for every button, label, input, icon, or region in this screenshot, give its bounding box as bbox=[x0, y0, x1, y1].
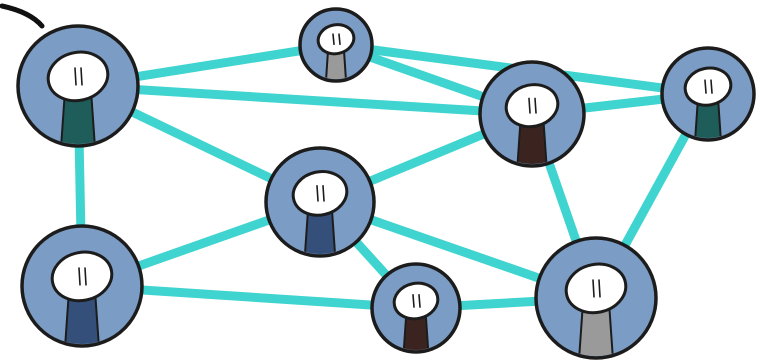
head-icon bbox=[392, 281, 440, 321]
eye-mark bbox=[316, 185, 319, 202]
head-icon bbox=[504, 83, 560, 129]
eye-mark bbox=[332, 33, 335, 46]
eye-mark bbox=[84, 267, 87, 286]
eye-mark bbox=[78, 267, 81, 286]
head-icon bbox=[50, 250, 114, 303]
corner-arc bbox=[0, 3, 45, 29]
connection-line-top-left-to-right-center bbox=[73, 81, 537, 119]
eye-mark bbox=[412, 293, 415, 308]
eye-mark bbox=[710, 79, 713, 94]
head-icon bbox=[291, 169, 349, 217]
head-icon bbox=[46, 50, 110, 103]
person-bottom-left-node bbox=[20, 224, 144, 348]
eye-mark bbox=[80, 67, 83, 86]
person-center-node bbox=[264, 146, 376, 258]
eye-mark bbox=[338, 33, 341, 46]
eye-mark bbox=[592, 279, 595, 298]
person-nodes bbox=[16, 7, 756, 360]
eye-mark bbox=[418, 293, 421, 308]
person-bottom-center-node bbox=[370, 262, 462, 354]
eye-mark bbox=[322, 185, 325, 202]
head-icon bbox=[564, 262, 628, 315]
head-icon bbox=[683, 66, 733, 107]
person-top-center-node bbox=[298, 7, 374, 83]
eye-mark bbox=[534, 97, 537, 114]
eye-mark bbox=[528, 97, 531, 114]
person-top-left-node bbox=[16, 24, 140, 148]
eye-mark bbox=[598, 279, 601, 298]
eye-mark bbox=[74, 67, 77, 86]
person-bottom-right-node bbox=[534, 236, 658, 360]
head-icon bbox=[316, 23, 356, 56]
person-far-right-node bbox=[660, 46, 756, 142]
eye-mark bbox=[704, 79, 707, 94]
person-right-center-node bbox=[478, 60, 586, 168]
